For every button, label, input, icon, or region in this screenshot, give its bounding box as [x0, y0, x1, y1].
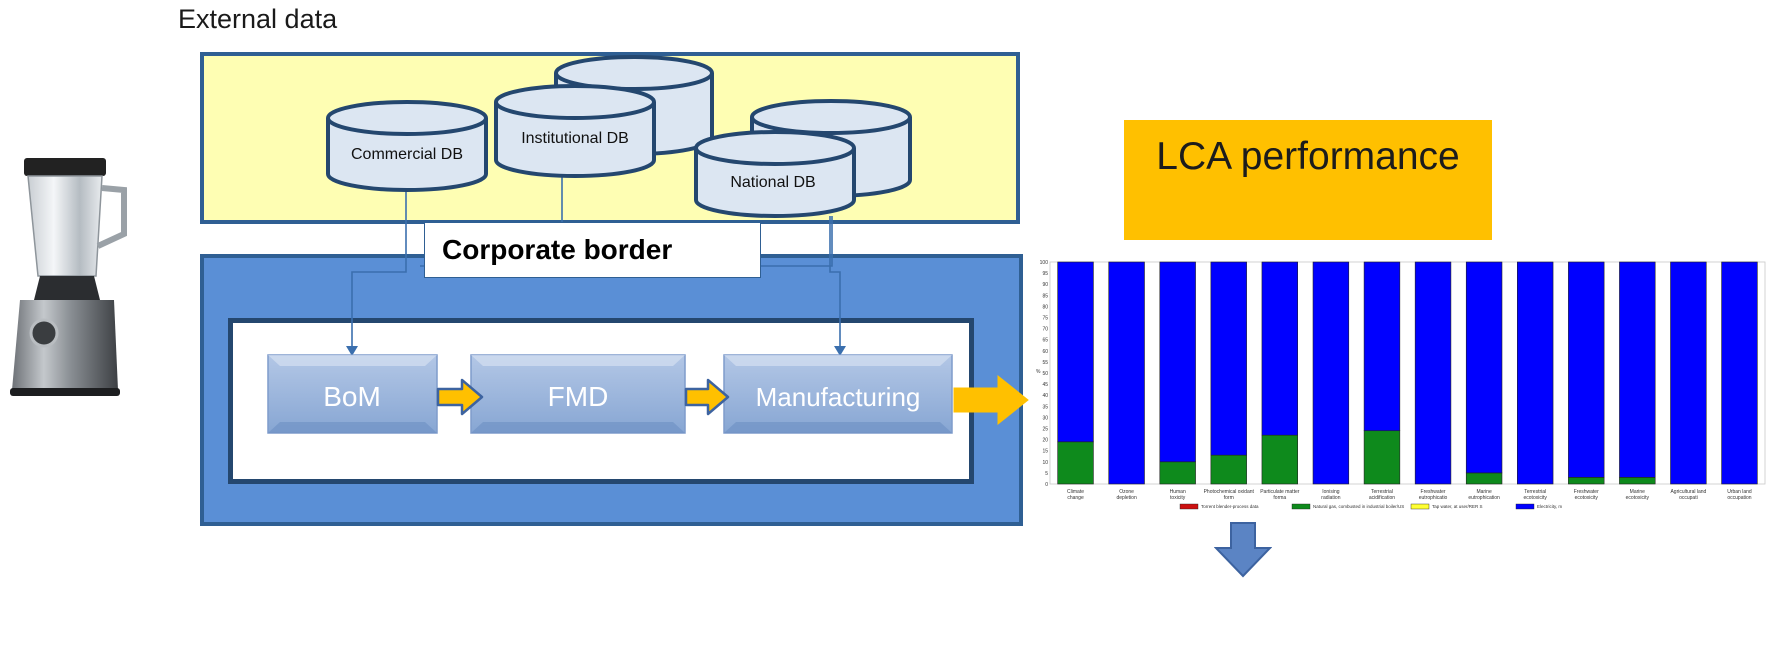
blender-icon: [10, 158, 127, 396]
bar-segment-natural-gas: [1261, 434, 1298, 485]
db-label-national: National DB: [730, 174, 815, 191]
lca-performance-text: LCA performance: [1156, 135, 1460, 178]
y-tick-label: 30: [1042, 415, 1048, 421]
legend-label: Tap water, at user/RER S: [1432, 504, 1483, 509]
connector-commercial-to-bom: [351, 190, 407, 354]
legend-swatch: [1291, 503, 1311, 510]
national-db: [694, 130, 856, 218]
y-tick-label: 85: [1042, 293, 1048, 299]
institutional-db: [494, 84, 656, 178]
plot-area: [1049, 261, 1766, 485]
bar-segment-electricity: [1568, 261, 1605, 478]
legend-label: Torrent blender-process data: [1201, 504, 1259, 509]
legend-swatch: [1515, 503, 1535, 510]
commercial-db: [326, 100, 488, 192]
bar-segment-electricity: [1721, 261, 1758, 485]
process-label-fmd: FMD: [548, 381, 609, 412]
bar-segment-electricity: [1312, 261, 1350, 485]
bar-segment-electricity: [1261, 261, 1298, 436]
process-box-fmd: [470, 354, 686, 434]
bar-segment-natural-gas: [1159, 461, 1196, 485]
external-data-title: External data: [178, 4, 338, 34]
y-tick-label: 75: [1042, 316, 1048, 322]
y-tick-label: 5: [1045, 471, 1048, 477]
y-tick-label: 70: [1042, 327, 1048, 333]
bar-segment-natural-gas: [1465, 472, 1503, 485]
down-arrow-icon: [1214, 522, 1272, 578]
y-tick-label: 60: [1042, 349, 1048, 355]
legend-swatch: [1410, 503, 1430, 510]
process-label-bom: BoM: [323, 381, 381, 412]
arrowhead-manufacturing: [834, 346, 846, 356]
lca-performance-title: LCA performance: [1124, 120, 1492, 240]
legend-swatch: [1179, 503, 1199, 510]
bar-segment-electricity: [1210, 261, 1247, 456]
process-box-bom: [267, 354, 438, 434]
process-box-manufacturing: [723, 354, 953, 434]
y-tick-label: 35: [1042, 404, 1048, 410]
legend-label: Electricity, m: [1537, 504, 1562, 509]
arrow-bom-to-fmd: [436, 378, 484, 416]
legend-label: Natural gas, combusted in industrial boi…: [1313, 504, 1404, 509]
db-label-commercial: Commercial DB: [351, 146, 463, 163]
bar-segment-electricity: [1414, 261, 1452, 485]
diagram-flow: Commercial DB Institutional DB National …: [267, 55, 1029, 434]
y-tick-label: 45: [1042, 382, 1048, 388]
arrow-fmd-to-manufacturing: [684, 378, 730, 416]
bar-segment-electricity: [1363, 261, 1401, 432]
y-tick-label: 0: [1045, 482, 1048, 488]
lca-impact-chart: 0 5 10 15 20 25 30 35 40 45 50 55 60 65 70 75 80 85 90 95 10…: [1036, 260, 1766, 510]
y-axis-label: %: [1036, 369, 1041, 375]
arrowhead-bom: [346, 346, 358, 356]
y-tick-label: 100: [1040, 260, 1049, 266]
y-tick-label: 65: [1042, 338, 1048, 344]
y-tick-label: 50: [1042, 371, 1048, 377]
y-tick-label: 80: [1042, 304, 1048, 310]
y-tick-label: 20: [1042, 438, 1048, 444]
bar-segment-natural-gas: [1619, 477, 1656, 485]
bar-segment-natural-gas: [1057, 441, 1094, 485]
bar-segment-electricity: [1057, 261, 1094, 443]
bar-segment-electricity: [1517, 261, 1554, 485]
bar-segment-electricity: [1619, 261, 1656, 478]
bar-segment-electricity: [1159, 261, 1196, 463]
y-tick-label: 90: [1042, 282, 1048, 288]
y-tick-label: 10: [1042, 460, 1048, 466]
bar-segment-electricity: [1108, 261, 1145, 485]
arrow-to-lca: [953, 374, 1029, 426]
bar-segment-electricity: [1465, 261, 1503, 474]
y-tick-label: 15: [1042, 449, 1048, 455]
y-tick-label: 25: [1042, 427, 1048, 433]
db-back-left-top: [554, 55, 714, 91]
y-tick-label: 95: [1042, 271, 1048, 277]
bar-segment-electricity: [1670, 261, 1707, 485]
y-tick-label: 40: [1042, 393, 1048, 399]
bar-segment-natural-gas: [1363, 430, 1401, 485]
bar-segment-natural-gas: [1210, 454, 1247, 485]
bar-segment-natural-gas: [1568, 477, 1605, 485]
connector-national-to-manufacturing: [829, 216, 841, 354]
process-label-manufacturing: Manufacturing: [756, 382, 921, 412]
db-back-right-top: [750, 99, 912, 135]
y-tick-label: 55: [1042, 360, 1048, 366]
db-label-institutional: Institutional DB: [521, 130, 629, 147]
corporate-border-label: Corporate border: [424, 222, 761, 278]
